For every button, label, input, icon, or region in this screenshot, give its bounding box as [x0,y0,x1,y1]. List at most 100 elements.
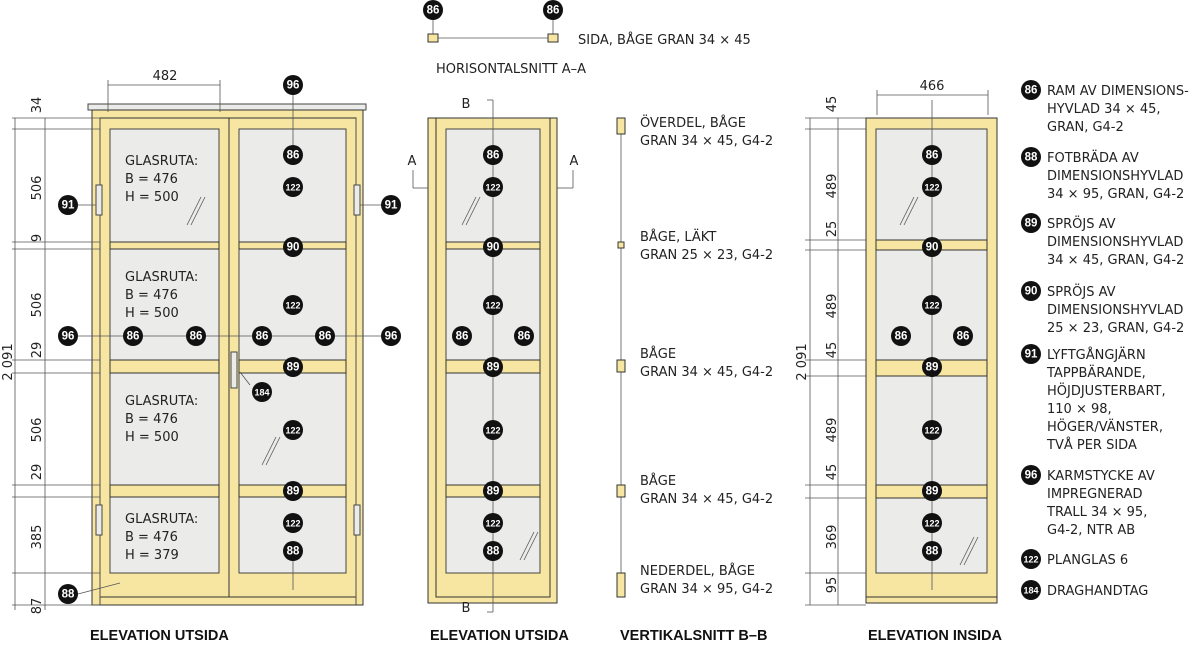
badge-number: 88 [1025,152,1038,164]
callout-badge: 122 [483,513,503,533]
callout-badge: 184 [1021,580,1041,600]
callout-badge: 122 [1021,549,1041,569]
segment-dimension: 9 [30,234,45,242]
callout-badge: 122 [922,420,942,440]
callout-badge: 122 [483,177,503,197]
section-label: GRAN 34 × 45, G4-2 [640,492,773,507]
callout-badge: 86 [123,326,143,346]
badge-number: 86 [287,150,300,162]
total-height-dimension: 2 091 [1,343,16,380]
badge-number: 86 [427,5,440,17]
section-label: GRAN 25 × 23, G4-2 [640,248,773,263]
legend-text: DIMENSIONSHYVLAD [1047,169,1183,184]
callout-badge: 184 [252,382,272,402]
callout-badge: 88 [58,584,78,604]
callout-badge: 86 [283,145,303,165]
callout-badge: 90 [922,237,942,257]
badge-number: 90 [926,242,939,254]
legend-text: G4-2, NTR AB [1047,523,1135,538]
callout-badge: 86 [315,326,335,346]
glass-spec: B = 476 [125,288,178,303]
badge-circle [283,145,303,165]
legend-text: DIMENSIONSHYVLAD [1047,303,1183,318]
drawing-title: ELEVATION UTSIDA [90,628,229,644]
badge-number: 122 [485,301,500,311]
callout-badge: 89 [922,481,942,501]
badge-circle [283,420,303,440]
legend-text: 34 × 95, GRAN, G4-2 [1047,187,1184,202]
legend-text: GRAN, G4-2 [1047,120,1124,135]
badge-number: 89 [287,362,300,374]
badge-number: 90 [487,242,500,254]
segment-dimension: 45 [825,464,840,481]
glass-hatch [461,196,477,226]
segment-dimension: 34 [30,97,45,114]
badge-number: 122 [485,183,500,193]
callout-badge: 86 [252,326,272,346]
badge-circle [283,177,303,197]
badge-circle [283,237,303,257]
badge-number: 89 [926,362,939,374]
glass-spec: B = 476 [125,412,178,427]
width-dimension: 482 [153,69,178,84]
section-label: NEDERDEL, BÅGE [640,563,755,579]
legend-text: DRAGHANDTAG [1047,584,1148,599]
glass-pane [109,372,220,486]
badge-number: 86 [127,331,140,343]
hinge-left-top [95,184,103,216]
callout-badge: 86 [514,326,534,346]
drawing-title: ELEVATION UTSIDA [430,628,569,644]
badge-number: 96 [62,331,75,343]
segment-dimension: 506 [30,418,45,443]
badge-circle [283,513,303,533]
badge-circle [381,195,401,215]
badge-circle [283,357,303,377]
badge-circle [922,177,942,197]
badge-circle [283,295,303,315]
callout-badge: 88 [1021,147,1041,167]
badge-number: 91 [62,200,75,212]
badge-circle [1021,344,1041,364]
badge-number: 122 [485,426,500,436]
glass-spec: GLASRUTA: [125,394,198,409]
badge-circle [1021,580,1041,600]
section-marker-b-bottom: B [462,601,471,616]
badge-circle [483,145,503,165]
legend-text: TVÅ PER SIDA [1046,437,1137,453]
callout-badge: 90 [1021,281,1041,301]
callout-badge: 91 [1021,344,1041,364]
badge-circle [381,326,401,346]
badge-number: 90 [287,242,300,254]
legend-text: SPRÖJS AV [1047,283,1116,300]
glass-spec: H = 500 [125,306,179,321]
badge-number: 122 [285,519,300,529]
badge-number: 184 [254,388,269,398]
legend-text: HÖJDJUSTERBART, [1047,382,1166,399]
callout-badge: 96 [283,75,303,95]
drawing-title: VERTIKALSNITT B–B [620,628,767,644]
callout-badge: 91 [381,195,401,215]
callout-badge: 89 [483,481,503,501]
badge-circle [58,326,78,346]
badge-circle [1021,213,1041,233]
callout-badge: 96 [381,326,401,346]
glass-hatch [963,536,979,566]
callout-badge: 91 [58,195,78,215]
threshold-top [87,103,367,111]
glass-pane [109,496,220,574]
glass-hatch [261,436,277,466]
badge-number: 122 [924,519,939,529]
glass-hatch [959,536,975,566]
callout-badge: 88 [283,541,303,561]
badge-number: 86 [256,331,269,343]
badge-circle [483,481,503,501]
section-label: BÅGE, LÄKT [640,229,716,245]
hinge-right-top [353,184,361,216]
badge-number: 86 [895,331,908,343]
glass-spec: GLASRUTA: [125,512,198,527]
legend-text: PLANGLAS 6 [1047,553,1128,568]
glass-spec: GLASRUTA: [125,270,198,285]
badge-number: 96 [1025,470,1038,482]
badge-number: 88 [62,589,75,601]
badge-circle [1021,147,1041,167]
